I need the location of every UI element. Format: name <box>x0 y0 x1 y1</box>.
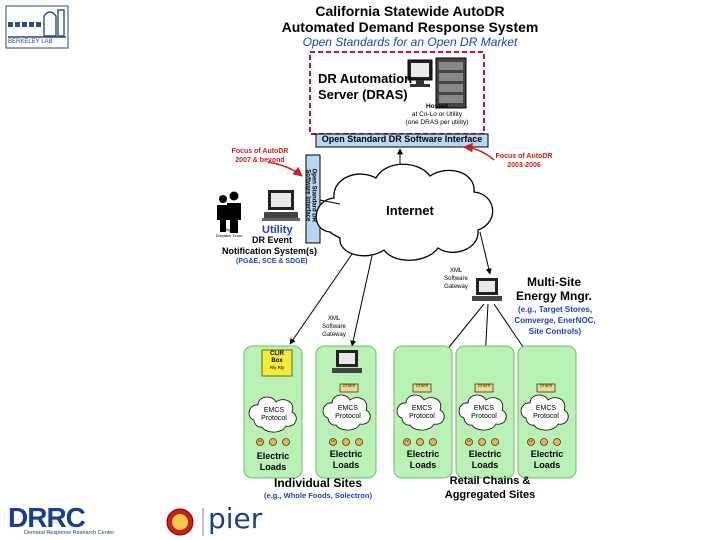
device-label-4: OTHER <box>477 384 491 388</box>
loads-label-1-line2: Loads <box>259 462 287 472</box>
emcs-protocol-1: Protocol <box>261 415 287 422</box>
dras-hosted: Hosted <box>425 103 449 110</box>
loads-label-1: Electric <box>256 451 290 461</box>
utility-companies: (PG&E, SCE & SDGE) <box>236 258 308 265</box>
vertical-interface-label-line2: Software Interface <box>304 169 311 222</box>
loads-label-4-line2: Loads <box>471 460 499 470</box>
multisite-examples-line2: Comverge, EnerNOC, <box>514 316 596 325</box>
interface-label: Open Standard DR Software Interface <box>321 134 483 144</box>
device-box-5 <box>536 383 556 393</box>
xml-gateway-left-line3: Gateway <box>322 332 346 338</box>
loads-label-2-line2: Loads <box>332 460 360 470</box>
load-label: LC <box>467 439 471 443</box>
focus-right-label: Focus of AutoDR <box>495 153 553 160</box>
device-box-2 <box>339 383 359 393</box>
loads-label-5-line2: Loads <box>533 460 561 470</box>
emcs-clouds <box>248 394 569 433</box>
individual-sites-examples: (e.g., Whole Foods, Solectron) <box>264 491 372 500</box>
drrc-logo: DRRC <box>8 502 86 533</box>
xml-gateway-right: XML <box>449 268 463 274</box>
emcs-protocol-2: Protocol <box>335 413 361 420</box>
xml-gateway-right-line2: Software <box>444 276 468 282</box>
focus-left-arrow <box>267 161 303 177</box>
berkeley-lab-logo <box>5 5 69 49</box>
clir-label-line2: Box <box>271 358 283 364</box>
multisite-computer-icon <box>472 278 502 301</box>
load-label: LC <box>529 439 533 443</box>
emcs-label-3: EMCS <box>411 405 433 412</box>
internet-label: Internet <box>386 203 434 218</box>
interface-bar <box>315 133 489 148</box>
emcs-protocol-3: Protocol <box>409 413 435 420</box>
xml-gateway-left-line2: Software <box>322 324 346 330</box>
loads-label-5: Electric <box>530 449 564 459</box>
emcs-label-5: EMCS <box>535 405 557 412</box>
internet-cloud <box>315 163 494 261</box>
focus-left-label: Focus of AutoDR <box>231 148 289 155</box>
utility-title: Utility <box>262 224 293 236</box>
multisite-examples: (e.g., Target Stores, <box>517 305 593 314</box>
clir-label: CLIR <box>270 351 284 357</box>
utility-event: DR Event <box>252 235 293 245</box>
load-label: LC <box>331 439 335 443</box>
emcs-protocol-5: Protocol <box>533 413 559 420</box>
device-label-2: OTHER <box>342 384 356 388</box>
dras-hosted-line3: (one DRAS per utility) <box>405 119 469 126</box>
internet-multisite-line <box>479 231 492 275</box>
berkeley-lab-text: BERKELEY LAB <box>8 39 53 45</box>
multisite-examples-line3: Site Controls) <box>528 327 582 336</box>
utility-system: Notification System(s) <box>222 246 318 256</box>
clir-box <box>261 349 293 377</box>
load-icons <box>256 438 561 446</box>
dras-monitor-icon <box>407 59 433 87</box>
drrc-caption: Demand Response Research Center <box>24 530 115 536</box>
utility-computer-icon <box>262 190 300 221</box>
vertical-interface-label: Open Standard DR <box>310 168 317 222</box>
emcs-protocol-4: Protocol <box>471 413 497 420</box>
loads-label-3-line2: Loads <box>409 460 437 470</box>
loads-label-2: Electric <box>329 449 363 459</box>
focus-left-years: 2007 & beyond <box>235 157 285 164</box>
utility-people-icon <box>217 191 241 233</box>
server-rack-icon <box>435 57 467 109</box>
emcs-label-1: EMCS <box>263 407 285 414</box>
retail-chains-label-line2: Aggregated Sites <box>444 489 536 501</box>
internet-site2-line <box>350 255 373 347</box>
multisite-title-line2: Energy Mngr. <box>515 289 592 303</box>
device-box-3 <box>412 383 432 393</box>
utility-dispatch-caption: Utility DR <box>220 227 238 232</box>
utility-internet-line <box>319 199 341 205</box>
load-label: LC <box>258 439 262 443</box>
xml-gateway-left: XML <box>327 316 341 322</box>
dras-title-line2: Server (DRAS) <box>318 87 408 102</box>
xml-gateway-right-line3: Gateway <box>444 284 468 290</box>
dras-hosted-line2: at Co-Lo or Utility <box>411 111 463 118</box>
device-label-3: OTHER <box>415 384 429 388</box>
dras-title: DR Automation <box>318 71 413 86</box>
diagram-title-line2: Automated Demand Response System <box>281 19 539 35</box>
site2-computer-icon <box>332 350 362 373</box>
focus-right-arrow <box>463 142 495 161</box>
device-label-5: OTHER <box>539 384 553 388</box>
internet-clir-line <box>289 253 353 345</box>
load-label: LC <box>405 439 409 443</box>
clir-relay-label: Rly Rly <box>269 365 285 370</box>
loads-label-3: Electric <box>406 449 440 459</box>
emcs-label-2: EMCS <box>337 405 359 412</box>
pier-logo: pier <box>208 502 263 535</box>
utility-dispatch-caption-line2: Dispatch Team <box>215 233 243 238</box>
focus-right-years: 2003-2006 <box>507 162 541 169</box>
drrc-seal-icon <box>166 508 194 536</box>
emcs-label-4: EMCS <box>473 405 495 412</box>
retail-chains-label: Retail Chains & <box>449 475 531 487</box>
loads-label-4: Electric <box>468 449 502 459</box>
device-box-4 <box>474 383 494 393</box>
diagram-title: California Statewide AutoDR <box>315 3 505 19</box>
multisite-title: Multi-Site <box>527 275 581 289</box>
diagram-subtitle: Open Standards for an Open DR Market <box>302 35 518 49</box>
individual-sites-title: Individual Sites <box>273 476 363 490</box>
